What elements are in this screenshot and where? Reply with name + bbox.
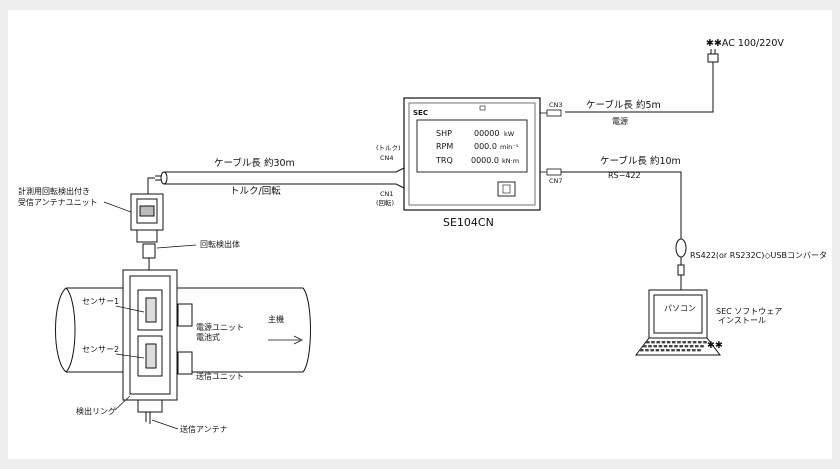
sensor-cable-sublabel: トルク/回転 [230,186,281,197]
cn4-label: CN4 [380,154,394,162]
keyboard-key [686,349,691,352]
pc-screen-label: パソコン [664,304,696,313]
power-cable [565,62,714,113]
keyboard-key [669,345,673,348]
usb-converter-icon [675,238,687,290]
sensor1-leader [115,305,145,313]
keyboard-key [671,349,675,352]
keyboard-key [684,345,689,348]
indicator-lamp [479,105,486,111]
pc-mark-label: ✱✱ [707,340,723,351]
serial-cable-sublabel: RS−422 [608,171,641,180]
model-label: SE104CN [443,216,494,229]
keyboard-key [660,349,665,352]
keyboard-key [698,341,702,344]
keyboard-key [689,345,694,348]
keyboard-key [653,345,657,348]
cn4-torque-label: (トルク) [376,144,401,152]
connector-cn7 [546,168,562,176]
keyboard-key [661,341,666,344]
display-unit: SEC SHP 00000 kW RPM 000.0 min⁻¹ TRQ 000… [403,97,541,211]
keyboard-key [697,349,701,352]
rotation-detector [142,243,156,270]
keyboard-key [677,341,681,344]
sensor1-label: センサー1 [82,297,119,306]
software-label-line1: SEC ソフトウェア [716,307,782,316]
serial-cable [561,171,682,240]
readout-rpm-unit: min⁻¹ [500,143,519,151]
keyboard-key [692,349,696,352]
antenna-unit-label-line2: 受信アンテナユニット [18,197,98,207]
cn7-label: CN7 [549,177,563,185]
keyboard-key [692,341,697,344]
power-unit-label-line2: 電池式 [196,332,220,342]
keyboard-key [658,345,663,348]
readout-trq-name: TRQ [435,156,453,165]
antenna-unit-leader [103,201,132,213]
readout-rpm-name: RPM [436,142,453,151]
keyboard-key [663,345,668,348]
keyboard-key [672,341,676,344]
readout-shp-value: 00000 [474,129,499,138]
keyboard-key [687,341,692,344]
keyboard-key [695,345,699,348]
converter-label: RS422(or RS232C)◇USBコンバータ [690,251,827,260]
keyboard-keys [640,341,707,352]
sensor-cable [155,167,405,189]
keyboard-key [645,349,649,352]
keyboard-key [646,341,650,344]
power-unit-label-line1: 電源ユニット [196,323,244,332]
readout-rpm-value: 000.0 [474,142,497,151]
power-switch-toggle [502,184,511,194]
main-engine-arrow-icon [268,335,303,345]
connector-cn3 [546,109,562,117]
keyboard-key [700,345,704,348]
readout-trq-unit: kN·m [502,157,519,165]
transmit-unit-label: 送信ユニット [196,371,244,381]
keyboard-key [648,345,652,348]
readout-screen [416,119,528,173]
keyboard-key [656,341,660,344]
serial-cable-label: ケーブル長 約10m [600,155,681,167]
power-cable-label: ケーブル長 約5m [586,99,661,111]
readout-shp-name: SHP [436,129,452,138]
keyboard-key [703,341,707,344]
brand-label: SEC [413,109,428,117]
rotation-detector-label: 回転検出体 [200,239,240,249]
keyboard-key [674,345,678,348]
sensor-cable-label: ケーブル長 約30m [214,157,295,169]
keyboard-key [643,345,647,348]
cn1-label: CN1 [380,190,394,198]
detection-ring-label: 検出リング [76,406,116,416]
power-label: ✱✱AC 100/220V [706,38,784,49]
transmit-antenna-leader [151,419,179,430]
antenna-unit-label-line1: 計測用回転検出付き [18,186,90,196]
keyboard-key [640,349,644,352]
keyboard-key [651,341,655,344]
power-plug-icon [707,49,719,63]
main-engine-label: 主機 [268,314,284,324]
keyboard-key [682,341,686,344]
keyboard-key [655,349,660,352]
detection-ring-leader [114,395,131,411]
sensor2-leader [115,353,145,359]
cn3-label: CN3 [549,101,563,109]
cn1-rotation-label: (回転) [376,199,394,207]
sensor2-label: センサー2 [82,345,119,354]
readout-shp-unit: kW [504,130,515,138]
keyboard-key [650,349,654,352]
keyboard-key [666,341,671,344]
keyboard-key [676,349,680,352]
readout-trq-value: 0000.0 [471,156,499,165]
software-label-line2: インストール [718,316,766,325]
keyboard-key [679,345,683,348]
keyboard-key [666,349,670,352]
rotation-detector-leader [156,244,197,249]
power-cable-sublabel: 電源 [612,117,628,126]
detection-ring-assembly [122,269,193,424]
keyboard-key [681,349,686,352]
antenna-unit [130,177,164,243]
transmit-antenna-label: 送信アンテナ [180,424,228,434]
